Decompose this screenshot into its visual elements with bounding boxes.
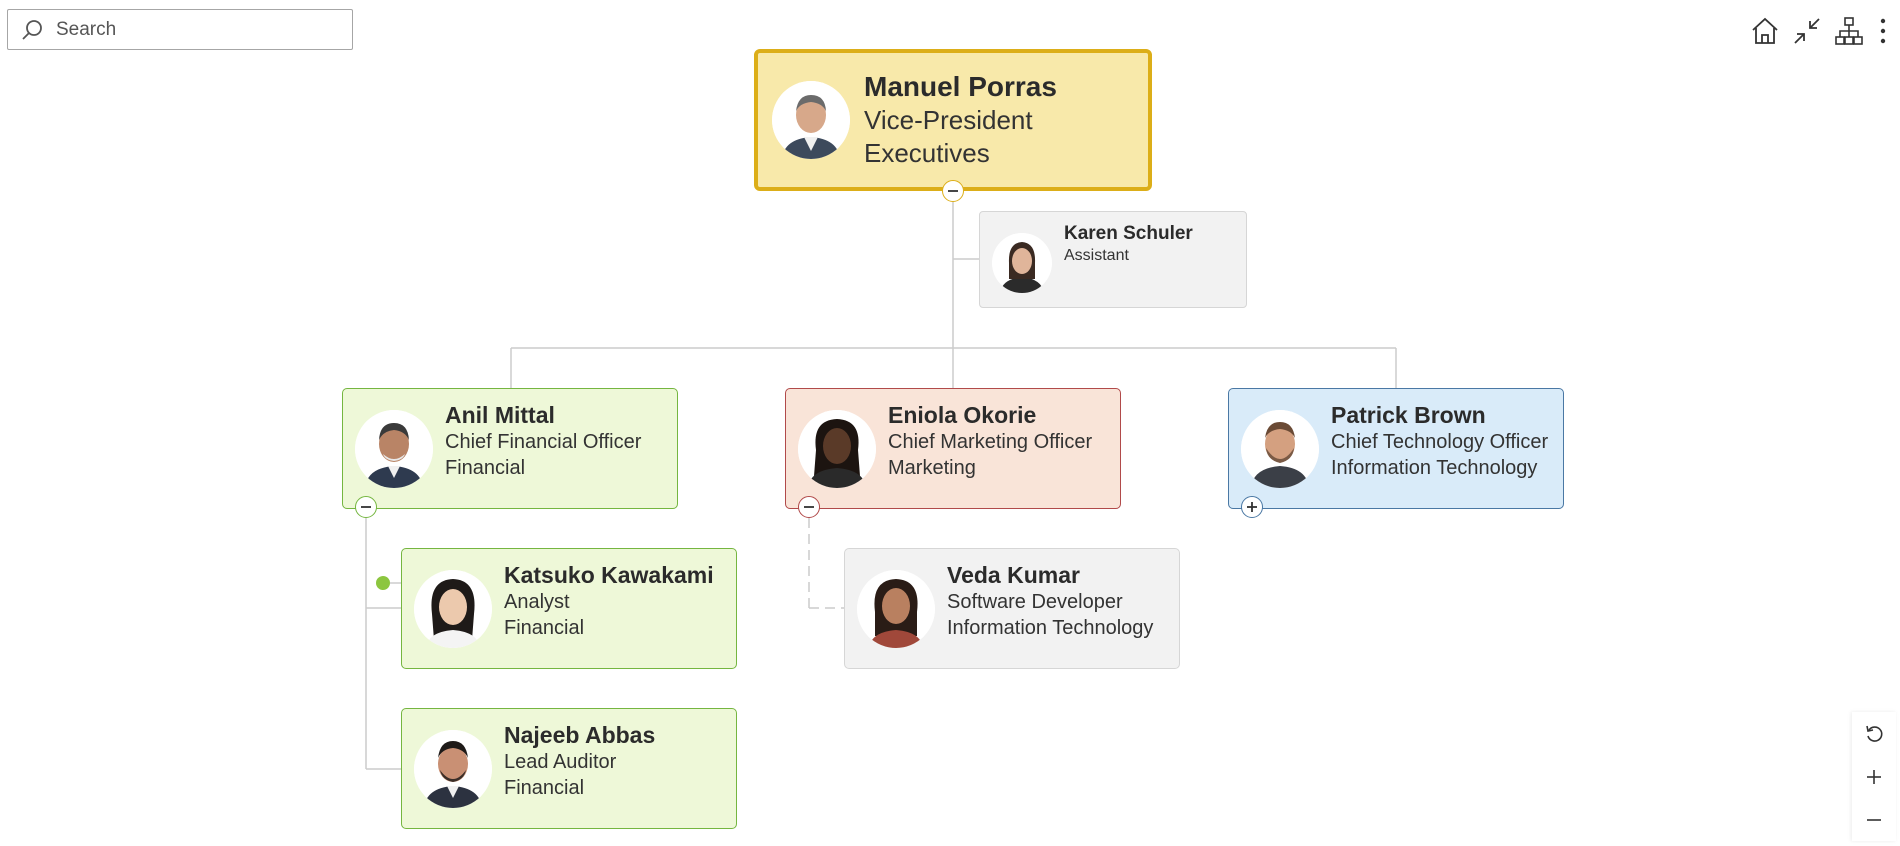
node-name: Manuel Porras xyxy=(864,71,1057,102)
avatar xyxy=(1241,409,1319,488)
node-title: Software Developer xyxy=(947,591,1123,613)
node-manuel-porras[interactable]: Manuel Porras Vice-President Executives xyxy=(754,49,1152,191)
person-avatar-icon xyxy=(1241,409,1319,488)
node-name: Karen Schuler xyxy=(1064,223,1193,244)
node-anil-mittal[interactable]: Anil Mittal Chief Financial Officer Fina… xyxy=(342,388,678,509)
avatar xyxy=(992,233,1052,293)
avatar xyxy=(857,569,935,648)
person-avatar-icon xyxy=(857,569,935,648)
avatar xyxy=(414,569,492,648)
more-menu-button[interactable] xyxy=(1874,14,1892,48)
node-department: Information Technology xyxy=(1331,457,1538,479)
expand-toggle-patrick-brown[interactable] xyxy=(1241,496,1263,518)
node-name: Veda Kumar xyxy=(947,562,1080,588)
search-input[interactable] xyxy=(54,17,338,42)
plus-icon xyxy=(1867,769,1881,784)
node-patrick-brown[interactable]: Patrick Brown Chief Technology Officer I… xyxy=(1228,388,1564,509)
search-icon xyxy=(18,16,46,44)
collapse-toggle-eniola-okorie[interactable] xyxy=(798,496,820,518)
zoom-in-button[interactable] xyxy=(1852,755,1896,798)
layout-button[interactable] xyxy=(1832,14,1866,48)
node-department: Financial xyxy=(445,457,526,479)
collapse-toggle-manuel-porras[interactable] xyxy=(942,180,964,202)
node-department: Financial xyxy=(504,617,585,639)
minus-icon xyxy=(361,506,371,508)
node-title: Lead Auditor xyxy=(504,751,617,773)
node-title: Assistant xyxy=(1064,247,1129,264)
node-name: Katsuko Kawakami xyxy=(504,562,714,588)
avatar xyxy=(772,81,850,159)
node-department: Marketing xyxy=(888,457,976,479)
node-title: Analyst xyxy=(504,591,570,613)
home-icon xyxy=(1752,17,1778,44)
person-avatar-icon xyxy=(355,409,433,488)
person-avatar-icon xyxy=(992,233,1052,293)
node-name: Patrick Brown xyxy=(1331,402,1486,428)
person-avatar-icon xyxy=(772,81,850,159)
person-avatar-icon xyxy=(798,409,876,488)
zoom-controls xyxy=(1852,712,1896,841)
node-title: Chief Marketing Officer xyxy=(888,431,1093,453)
minus-icon xyxy=(804,506,814,508)
node-title: Chief Technology Officer xyxy=(1331,431,1549,453)
node-name: Najeeb Abbas xyxy=(504,722,656,748)
node-name: Anil Mittal xyxy=(445,402,555,428)
hierarchy-icon xyxy=(1835,17,1863,45)
reset-view-button[interactable] xyxy=(1852,712,1896,755)
collapse-toggle-anil-mittal[interactable] xyxy=(355,496,377,518)
node-department: Information Technology xyxy=(947,617,1154,639)
more-vertical-icon xyxy=(1880,18,1886,44)
person-avatar-icon xyxy=(414,569,492,648)
node-katsuko-kawakami[interactable]: Katsuko Kawakami Analyst Financial xyxy=(401,548,737,669)
minus-icon xyxy=(948,190,958,192)
node-karen-schuler[interactable]: Karen Schuler Assistant xyxy=(979,211,1247,308)
node-veda-kumar[interactable]: Veda Kumar Software Developer Informatio… xyxy=(844,548,1180,669)
avatar xyxy=(798,409,876,488)
node-eniola-okorie[interactable]: Eniola Okorie Chief Marketing Officer Ma… xyxy=(785,388,1121,509)
collapse-arrows-icon xyxy=(1794,18,1820,44)
node-title: Vice-President xyxy=(864,105,1033,135)
status-dot xyxy=(376,576,390,590)
avatar xyxy=(414,729,492,808)
chart-toolbar xyxy=(1748,14,1892,48)
node-department: Executives xyxy=(864,138,990,168)
search-box[interactable] xyxy=(7,9,353,50)
rotate-ccw-icon xyxy=(1866,725,1883,742)
node-najeeb-abbas[interactable]: Najeeb Abbas Lead Auditor Financial xyxy=(401,708,737,829)
person-avatar-icon xyxy=(414,729,492,808)
node-name: Eniola Okorie xyxy=(888,402,1037,428)
zoom-out-button[interactable] xyxy=(1852,798,1896,841)
node-department: Financial xyxy=(504,777,585,799)
minus-icon xyxy=(1867,818,1881,821)
fit-button[interactable] xyxy=(1790,14,1824,48)
node-title: Chief Financial Officer xyxy=(445,431,642,453)
home-button[interactable] xyxy=(1748,14,1782,48)
avatar xyxy=(355,409,433,488)
plus-icon xyxy=(1247,502,1257,512)
